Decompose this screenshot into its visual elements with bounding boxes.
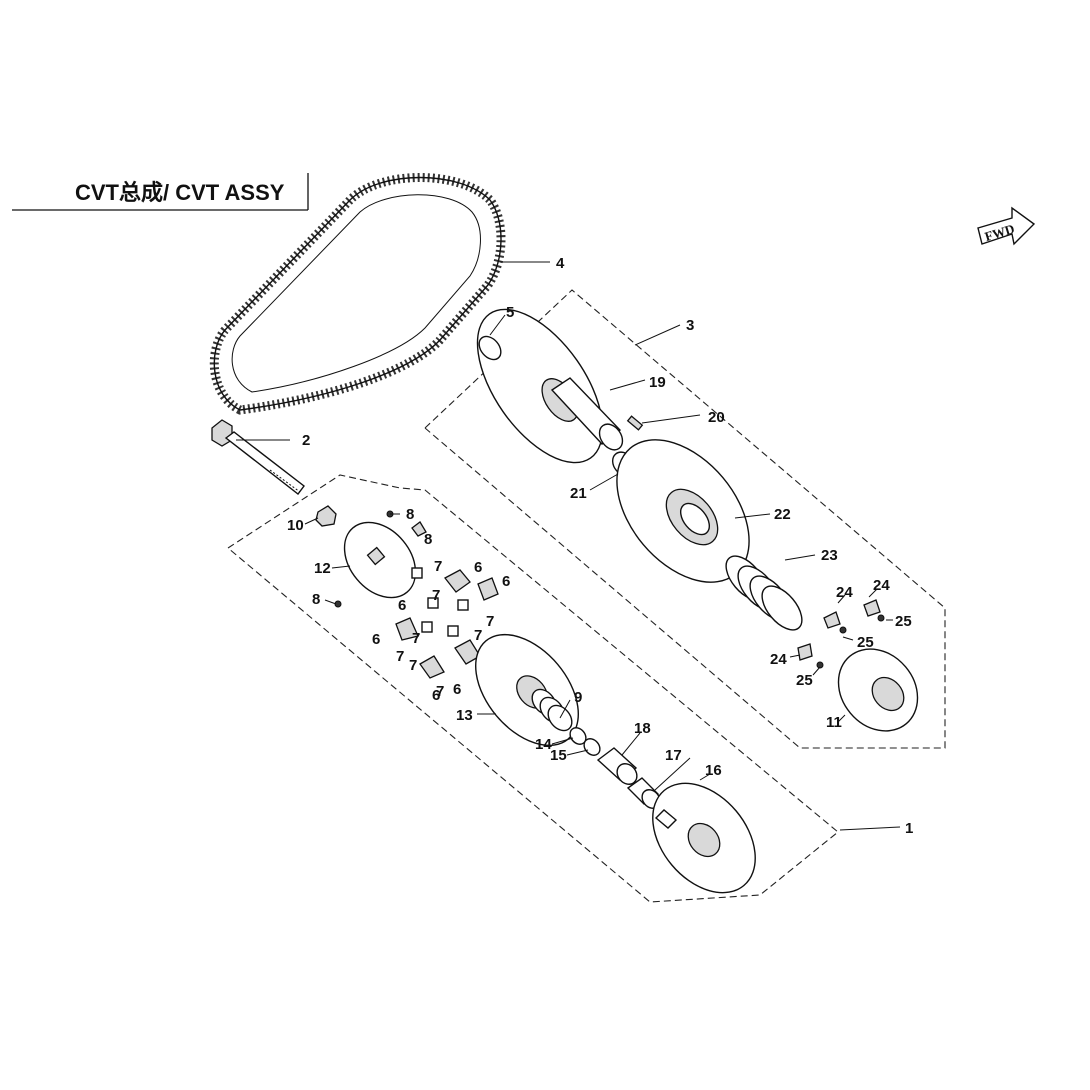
callout-10: 10: [287, 517, 304, 534]
callout-6a: 6: [474, 559, 482, 576]
fwd-arrow-icon: FWD: [977, 206, 1036, 246]
callout-6e: 6: [453, 681, 461, 698]
callout-12: 12: [314, 560, 331, 577]
drive-fixed-sheave: [652, 782, 756, 894]
callout-7a: 7: [434, 558, 442, 575]
cam-housing: [837, 648, 919, 732]
title-block: CVT总成/ CVT ASSY: [12, 173, 309, 211]
callout-23: 23: [821, 547, 838, 564]
callout-22: 22: [774, 506, 791, 523]
callout-21: 21: [570, 485, 587, 502]
leader-lines: [236, 261, 901, 831]
washer-15: [583, 738, 601, 756]
callout-7e: 7: [412, 630, 420, 647]
driven-spring: [725, 555, 803, 631]
callout-7f: 7: [409, 657, 417, 674]
drive-assembly-outline: [227, 474, 839, 903]
callout-8b: 8: [424, 531, 432, 548]
callout-6b: 6: [502, 573, 510, 590]
callout-labels: 1 2 3 4 5 6 6 6 6 6 6 7 7 7 7 7 7 7 7 8 …: [287, 255, 913, 837]
callout-6d: 6: [372, 631, 380, 648]
callout-7b: 7: [432, 587, 440, 604]
page-title: CVT总成/ CVT ASSY: [75, 180, 285, 205]
callout-8c: 8: [312, 591, 320, 608]
callout-24a: 24: [836, 584, 853, 601]
callout-8a: 8: [406, 506, 414, 523]
callout-17: 17: [665, 747, 682, 764]
callout-25b: 25: [857, 634, 874, 651]
key: [626, 415, 644, 431]
callout-18: 18: [634, 720, 651, 737]
callout-25c: 25: [796, 672, 813, 689]
callout-15: 15: [550, 747, 567, 764]
drive-belt: [209, 173, 506, 415]
callout-6c: 6: [398, 597, 406, 614]
callout-19: 19: [649, 374, 666, 391]
callout-7h: 7: [436, 683, 444, 700]
callout-6f: 6: [432, 687, 440, 704]
driven-assembly-outline: [424, 289, 946, 749]
callout-5: 5: [506, 304, 514, 321]
driven-movable-sheave: [616, 439, 750, 583]
nut: [315, 505, 337, 527]
callout-7c: 7: [486, 613, 494, 630]
callout-25a: 25: [895, 613, 912, 630]
driven-fixed-sheave: [476, 308, 624, 464]
callout-9: 9: [574, 689, 582, 706]
bushing-18: [596, 747, 638, 785]
roller-weights: [334, 510, 499, 679]
callout-1: 1: [905, 820, 913, 837]
callout-24c: 24: [770, 651, 787, 668]
callout-7g: 7: [396, 648, 404, 665]
callout-14: 14: [535, 736, 552, 753]
center-bolt: [211, 419, 305, 495]
slider-buttons: [797, 599, 885, 669]
callout-3: 3: [686, 317, 694, 334]
callout-7d: 7: [474, 627, 482, 644]
callout-20: 20: [708, 409, 725, 426]
spider-plate: [343, 521, 417, 599]
o-ring: [478, 335, 502, 361]
callout-16: 16: [705, 762, 722, 779]
callout-2: 2: [302, 432, 310, 449]
callout-4: 4: [556, 255, 565, 272]
callout-24b: 24: [873, 577, 890, 594]
callout-11: 11: [826, 714, 842, 731]
callout-13: 13: [456, 707, 473, 724]
